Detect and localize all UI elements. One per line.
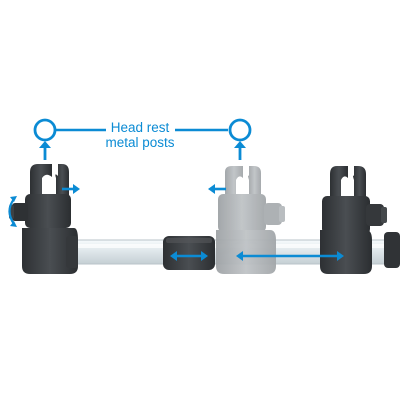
callout-label-line1: Head rest xyxy=(110,120,170,135)
up-arrow-icon xyxy=(39,141,51,160)
circle-marker-icon xyxy=(228,118,252,142)
right-clamp xyxy=(320,166,400,274)
ghost-clamp xyxy=(216,166,285,274)
middle-connector xyxy=(163,236,215,270)
right-arrow-icon xyxy=(62,184,80,194)
rotate-arrow-icon xyxy=(8,196,17,227)
double-arrow-icon xyxy=(170,251,208,261)
callout-label-line2: metal posts xyxy=(105,135,175,150)
left-clamp xyxy=(9,164,78,274)
up-arrow-icon xyxy=(234,141,246,160)
circle-marker-icon xyxy=(33,118,57,142)
left-arrow-icon xyxy=(208,184,226,194)
double-arrow-icon xyxy=(236,251,344,261)
